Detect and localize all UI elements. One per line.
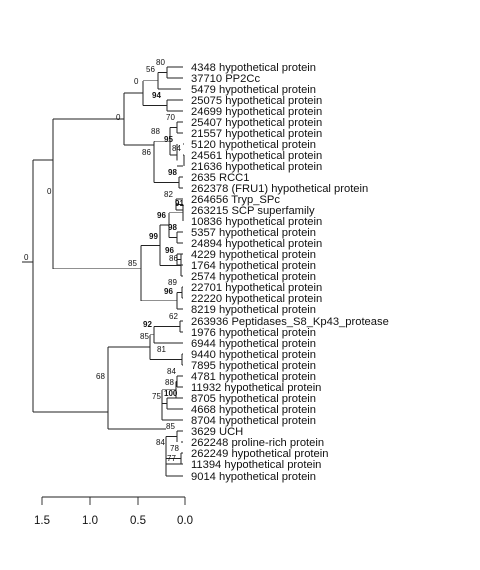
leaf-label: 22220 hypothetical protein (191, 293, 322, 305)
bootstrap-value: 96 (165, 246, 174, 255)
leaf-label: 9014 hypothetical protein (191, 471, 316, 483)
leaf-label: 37710 PP2Cc (191, 73, 260, 85)
leaf-label: 10836 hypothetical protein (191, 216, 322, 228)
leaf-label: 3629 UCH (191, 426, 243, 438)
bootstrap-value: 62 (169, 312, 178, 321)
leaf-label: 21557 hypothetical protein (191, 128, 322, 140)
bootstrap-value: 82 (164, 190, 173, 199)
leaf-label: 5357 hypothetical protein (191, 227, 316, 239)
leaf-label: 1764 hypothetical protein (191, 260, 316, 272)
leaf-label: 262378 (FRU1) hypothetical protein (191, 183, 368, 195)
bootstrap-value: 85 (128, 259, 137, 268)
bootstrap-value: 85 (166, 422, 175, 431)
scale-tick-label: 0.0 (177, 515, 193, 527)
leaf-label: 24894 hypothetical protein (191, 238, 322, 250)
tree-branches (22, 66, 185, 477)
bootstrap-value: 78 (170, 444, 179, 453)
leaf-label: 5479 hypothetical protein (191, 84, 316, 96)
bootstrap-value: 88 (165, 378, 174, 387)
bootstrap-value: 68 (96, 372, 105, 381)
bootstrap-value: 86 (142, 148, 151, 157)
leaf-label: 8704 hypothetical protein (191, 415, 316, 427)
leaf-label: 4348 hypothetical protein (191, 62, 316, 74)
scale-tick-label: 1.0 (82, 515, 98, 527)
bootstrap-value: 95 (164, 135, 173, 144)
bootstrap-value: 94 (152, 91, 161, 100)
leaf-label: 2635 RCC1 (191, 172, 249, 184)
bootstrap-value: 96 (157, 211, 166, 220)
bootstrap-value: 89 (168, 278, 177, 287)
scale-tick-label: 1.5 (34, 515, 50, 527)
bootstrap-value: 81 (157, 345, 166, 354)
leaf-label: 263936 Peptidases_S8_Kp43_protease (191, 316, 389, 328)
bootstrap-value: 99 (149, 232, 158, 241)
bootstrap-value: 86 (169, 254, 178, 263)
leaf-label: 24561 hypothetical protein (191, 150, 322, 162)
leaf-label: 25407 hypothetical protein (191, 117, 322, 129)
scale-bar: 1.5 1.0 0.5 0.0 (34, 496, 193, 527)
bootstrap-value: 0 (47, 187, 52, 196)
leaf-label: 262249 hypothetical protein (191, 448, 328, 460)
leaf-label: 264656 Tryp_SPc (191, 194, 280, 206)
bootstrap-value: 70 (166, 113, 175, 122)
bootstrap-value: 0 (134, 77, 139, 86)
leaf-label: 5120 hypothetical protein (191, 139, 316, 151)
scale-tick-label: 0.5 (130, 515, 146, 527)
leaf-label: 262248 proline-rich protein (191, 437, 324, 449)
leaf-label: 22701 hypothetical protein (191, 282, 322, 294)
leaf-label: 21636 hypothetical protein (191, 161, 322, 173)
leaf-label: 8705 hypothetical protein (191, 393, 316, 405)
bootstrap-value: 84 (172, 144, 181, 153)
leaf-label: 11394 hypothetical protein (191, 459, 321, 471)
bootstrap-value: 91 (175, 199, 184, 208)
bootstrap-value: 0 (116, 113, 121, 122)
leaf-label: 24699 hypothetical protein (191, 106, 322, 118)
leaf-label: 4668 hypothetical protein (191, 404, 316, 416)
leaf-label: 6944 hypothetical protein (191, 338, 316, 350)
leaf-label: 9440 hypothetical protein (191, 349, 316, 361)
leaf-label: 4229 hypothetical protein (191, 249, 316, 261)
bootstrap-value: 92 (143, 320, 152, 329)
leaf-label: 25075 hypothetical protein (191, 95, 322, 107)
bootstrap-value: 0 (24, 253, 29, 262)
leaf-label: 4781 hypothetical protein (191, 371, 316, 383)
leaf-label: 2574 hypothetical protein (191, 271, 316, 283)
bootstrap-value: 56 (146, 65, 155, 74)
leaf-label: 11932 hypothetical protein (191, 382, 321, 394)
bootstrap-value: 84 (167, 367, 176, 376)
bootstrap-value: 98 (168, 168, 177, 177)
bootstrap-value: 85 (140, 332, 149, 341)
bootstrap-value: 96 (164, 287, 173, 296)
bootstrap-value: 77 (167, 454, 176, 463)
bootstrap-value: 75 (152, 392, 161, 401)
bootstrap-value: 84 (156, 438, 165, 447)
leaf-label: 263215 SCP superfamily (191, 205, 315, 217)
leaf-label: 7895 hypothetical protein (191, 360, 316, 372)
bootstrap-value: 100 (164, 389, 178, 398)
leaf-label: 1976 hypothetical protein (191, 327, 316, 339)
bootstrap-value: 88 (151, 127, 160, 136)
bootstrap-value: 98 (168, 223, 177, 232)
leaf-label: 8219 hypothetical protein (191, 304, 316, 316)
bootstrap-value: 80 (156, 58, 165, 67)
